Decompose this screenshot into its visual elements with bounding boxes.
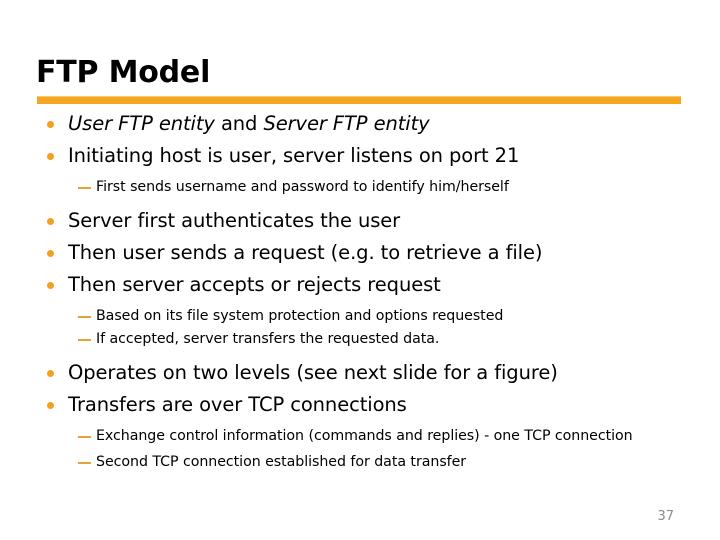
bullet-text-plain: and [214,112,264,135]
bullet-text-emphasis: Server FTP entity [263,112,430,135]
sub-bullet-text: Second TCP connection established for da… [96,454,467,470]
sub-bullet-text: First sends username and password to ide… [96,179,509,195]
sub-bullet-text: Exchange control information (commands a… [96,428,633,444]
sub-bullet-text: Based on its file system protection and … [96,308,504,324]
dash-icon [78,307,96,327]
bullet-item: Initiating host is user, server listens … [0,142,720,173]
bullet-item: Operates on two levels (see next slide f… [0,359,720,390]
sub-bullet-item: If accepted, server transfers the reques… [0,330,720,351]
bullet-dot-icon [44,142,68,170]
dash-icon [78,427,96,447]
page-number: 37 [657,509,674,524]
bullet-dot-icon [44,391,68,419]
slide-body: User FTP entity and Server FTP entity In… [0,110,720,476]
bullet-dot-icon [44,207,68,235]
bullet-text: Initiating host is user, server listens … [68,144,520,167]
bullet-item: Then user sends a request (e.g. to retri… [0,239,720,270]
bullet-item: User FTP entity and Server FTP entity [0,110,720,141]
bullet-item: Then server accepts or rejects request [0,271,720,302]
dash-icon [78,178,96,198]
dash-icon [78,453,96,473]
bullet-text: Then user sends a request (e.g. to retri… [68,241,543,264]
bullet-dot-icon [44,271,68,299]
bullet-dot-icon [44,239,68,267]
sub-bullet-item: Second TCP connection established for da… [0,453,720,474]
bullet-text: Operates on two levels (see next slide f… [68,361,558,384]
sub-bullet-item: First sends username and password to ide… [0,178,720,199]
title-underline-rule [37,96,681,104]
bullet-text: Then server accepts or rejects request [68,273,441,296]
bullet-dot-icon [44,110,68,138]
bullet-dot-icon [44,359,68,387]
bullet-text: User FTP entity and Server FTP entity [68,110,430,138]
bullet-text: Transfers are over TCP connections [68,393,407,416]
bullet-item: Server first authenticates the user [0,207,720,238]
sub-bullet-text: If accepted, server transfers the reques… [96,331,440,347]
bullet-text-emphasis: User FTP entity [68,112,215,135]
sub-bullet-item: Exchange control information (commands a… [0,427,720,448]
bullet-text: Server first authenticates the user [68,209,401,232]
dash-icon [78,330,96,350]
page-title: FTP Model [36,55,211,90]
sub-bullet-item: Based on its file system protection and … [0,307,720,328]
bullet-item: Transfers are over TCP connections [0,391,720,422]
